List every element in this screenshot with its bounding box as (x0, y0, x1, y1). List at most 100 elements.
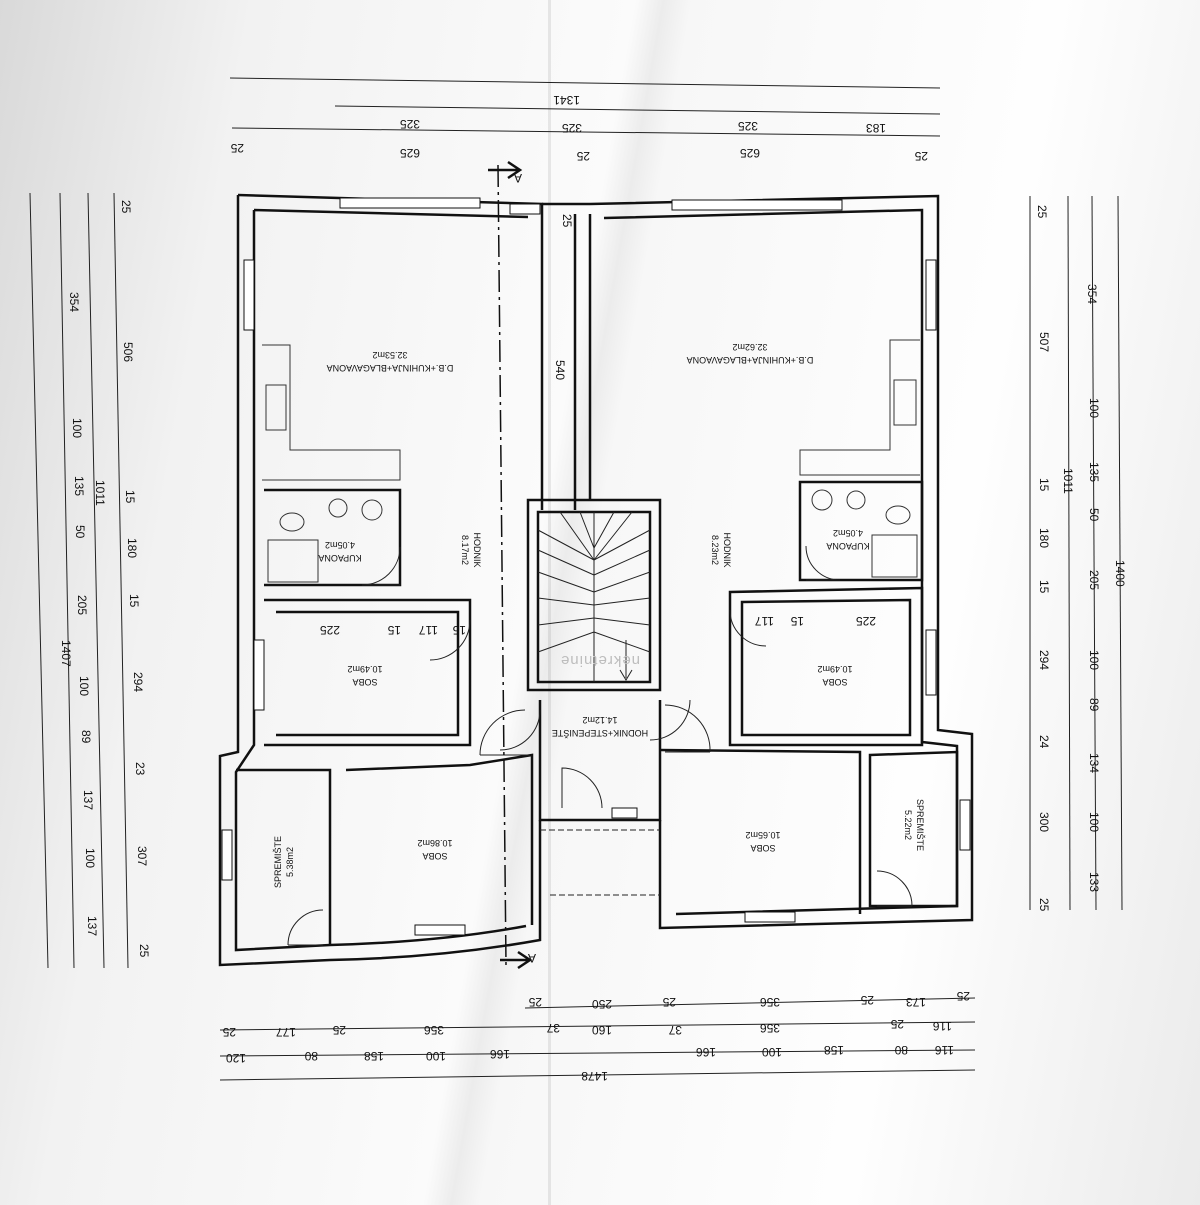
dim-left-inner: 23 (133, 762, 147, 776)
left-toilet (279, 512, 305, 532)
left-washer (361, 499, 383, 521)
doors (287, 545, 913, 946)
section-letter-bottom: A (528, 951, 536, 965)
dim-right-inner-total: 1011 (1061, 468, 1075, 494)
dim-right-inner: 15 (1037, 478, 1051, 492)
dim-right-inner: 25 (1035, 205, 1049, 219)
dim-right-outer: 135 (1087, 462, 1101, 482)
dim-room-left: 15 (387, 623, 401, 637)
stair-box (526, 498, 662, 692)
dim-left-outer: 50 (73, 525, 87, 539)
dim-bottom-2: 116 (933, 1019, 952, 1033)
dim-bottom-2: 356 (424, 1023, 444, 1037)
dim-right-outer: 50 (1087, 508, 1101, 522)
dim-bottom-1: 173 (906, 995, 926, 1009)
dim-bottom-3: 80 (894, 1043, 908, 1057)
dim-right-outer: 100 (1087, 398, 1101, 418)
dim-bottom-3: 116 (935, 1043, 954, 1057)
dim-top-inner: 25 (230, 141, 244, 155)
dim-room-left: 117 (419, 623, 438, 637)
dim-bottom-2: 160 (592, 1023, 612, 1037)
section-arrow-bottom (500, 950, 533, 970)
left-storage-area: 5.38m2 (285, 847, 295, 877)
dim-bottom-2: 177 (276, 1025, 296, 1039)
dim-bottom-3: 166 (696, 1045, 716, 1059)
right-room-door (729, 609, 767, 647)
dim-top-mid: 325 (738, 119, 758, 133)
dim-bottom-3: 158 (824, 1043, 844, 1057)
right-bath-door (805, 545, 841, 581)
dim-left-outer: 205 (75, 595, 89, 615)
dim-bottom-3: 166 (490, 1047, 510, 1061)
stair-hall-name: HODNIK+STEPENIŠTE (552, 728, 648, 738)
dim-bottom-2: 356 (760, 1021, 780, 1035)
left-bath-name: KUPAONA (318, 553, 361, 563)
dim-right-inner: 300 (1037, 812, 1051, 832)
dim-left-inner: 294 (131, 672, 145, 692)
dim-right-inner: 24 (1037, 735, 1051, 749)
dim-bottom-2: 25 (332, 1023, 346, 1037)
dim-room-right: 117 (755, 614, 774, 628)
section-letter-top: A (514, 171, 522, 185)
dim-bottom-1: 25 (860, 993, 874, 1007)
right-bottom-room-area: 10.65m2 (745, 830, 780, 840)
dim-left-outer: 135 (72, 476, 86, 496)
dim-right-outer: 100 (1087, 812, 1101, 832)
bottom-dimensions: 25 250 25 356 25 173 25 25 177 25 356 37… (222, 989, 970, 1083)
dim-bottom-total: 1478 (581, 1069, 608, 1083)
right-tub (871, 534, 918, 578)
dim-room-right: 15 (790, 614, 804, 628)
dim-bottom-1: 356 (760, 995, 780, 1009)
right-bath-area: 4.05m2 (833, 528, 863, 538)
right-room-area: 10.49m2 (817, 664, 852, 674)
right-storage-name: SPREMIŠTE (915, 799, 925, 851)
dim-right-inner: 294 (1037, 650, 1051, 670)
section-arrow-top (488, 160, 523, 180)
right-toilet (885, 505, 911, 525)
left-tub (267, 539, 319, 583)
dim-left-outer: 100 (70, 418, 84, 438)
dim-room-left: 225 (320, 623, 340, 637)
dim-right-outer: 133 (1087, 872, 1101, 892)
right-room-walls (728, 586, 924, 747)
right-living-area: 32.62m2 (732, 342, 767, 352)
dim-right-outer: 354 (1085, 284, 1099, 304)
left-bottom-room-walls (345, 753, 534, 925)
dim-left-outer: 137 (85, 916, 99, 936)
left-bottom-room-area: 10.86m2 (417, 838, 452, 848)
left-bottom-room-name: SOBA (422, 851, 447, 861)
right-counter (799, 339, 920, 476)
dim-bottom-3: 158 (364, 1049, 384, 1063)
dim-bottom-2: 25 (890, 1017, 904, 1031)
dim-left-inner: 307 (135, 846, 149, 866)
dim-left-inner: 506 (121, 342, 135, 362)
right-storage-area: 5.22m2 (903, 810, 913, 840)
entry-door (561, 767, 603, 809)
left-hall-area: 8.17m2 (460, 535, 470, 565)
dim-top-mid: 183 (866, 121, 886, 135)
dim-right-outer: 89 (1087, 698, 1101, 712)
right-outer-wall (589, 194, 974, 930)
dim-right-outer: 100 (1087, 650, 1101, 670)
dim-left-inner: 15 (123, 490, 137, 504)
right-storage-door (876, 870, 913, 907)
dim-bottom-3: 100 (762, 1045, 782, 1059)
left-bath-walls (264, 488, 402, 587)
left-storage-door (287, 909, 324, 946)
dim-top-total: 1341 (553, 93, 580, 107)
stair-box-inner (536, 510, 652, 684)
right-hall-area: 8.23m2 (710, 535, 720, 565)
right-dimensions: 1400 354 100 135 50 205 100 89 134 100 1… (1035, 205, 1127, 912)
right-inner-wall-line (603, 208, 959, 916)
dim-top-inner: 625 (740, 146, 760, 160)
right-hall-door (649, 699, 691, 741)
dim-right-inner: 25 (1037, 898, 1051, 912)
dim-bottom-1: 25 (528, 995, 542, 1009)
dim-room-left: 15 (452, 623, 466, 637)
dim-top-inner: 25 (914, 149, 928, 163)
room-dimensions: 225 15 117 15 117 15 225 (320, 614, 876, 637)
dim-bottom-2: 37 (668, 1023, 682, 1037)
dim-bottom-3: 80 (304, 1049, 318, 1063)
